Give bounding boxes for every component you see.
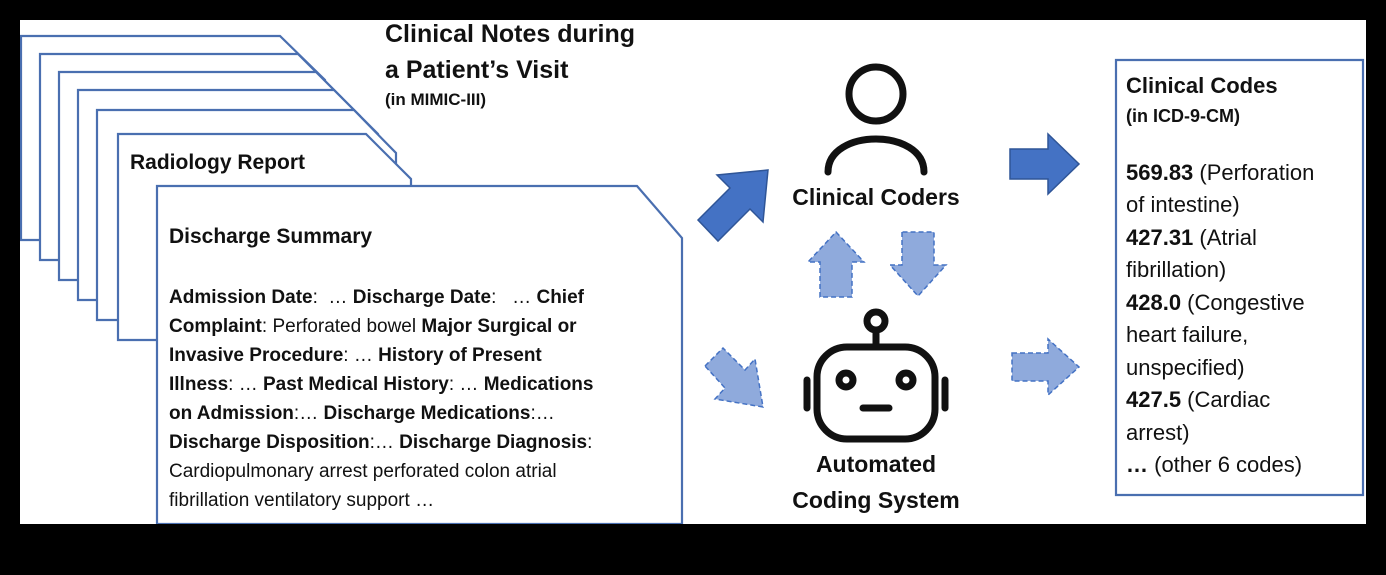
code-line: unspecified) xyxy=(1126,352,1314,385)
codes-panel: Clinical Codes (in ICD-9-CM) 569.83 (Per… xyxy=(1126,70,1314,482)
bold-run: History of Present xyxy=(378,345,542,366)
bold-run: Admission Date xyxy=(169,287,313,308)
bold-run: Past Medical History xyxy=(263,374,449,395)
code-line: of intestine) xyxy=(1126,189,1314,222)
codes-panel-subtitle: (in ICD-9-CM) xyxy=(1126,105,1240,126)
discharge-line: on Admission:… Discharge Medications:… xyxy=(169,399,594,428)
discharge-line: Discharge Disposition:… Discharge Diagno… xyxy=(169,428,594,457)
discharge-summary-title: Discharge Summary xyxy=(169,225,373,248)
code-line: 428.0 (Congestive xyxy=(1126,287,1314,320)
text-run: :… xyxy=(293,403,324,424)
discharge-line: Cardiopulmonary arrest perforated colon … xyxy=(169,457,594,486)
discharge-summary-body: Admission Date: … Discharge Date: … Chie… xyxy=(169,283,594,515)
notes-subtitle: (in MIMIC-III) xyxy=(385,90,487,109)
bold-run: … xyxy=(1126,452,1148,477)
code-line: heart failure, xyxy=(1126,319,1314,352)
bold-run: 428.0 xyxy=(1126,289,1182,315)
diagram-canvas: Clinical Notes during a Patient’s Visit … xyxy=(20,20,1366,524)
code-line: 569.83 (Perforation xyxy=(1126,157,1314,190)
bold-run: Illness xyxy=(169,374,229,395)
discharge-line: Invasive Procedure: … History of Present xyxy=(169,341,594,370)
text-run: :… xyxy=(530,403,555,424)
bold-run: Chief xyxy=(536,287,584,308)
text-run: (Perforation xyxy=(1193,159,1315,185)
text-run: of intestine) xyxy=(1126,192,1240,217)
text-run: Cardiopulmonary arrest perforated colon … xyxy=(169,461,557,482)
text-run: heart failure, xyxy=(1126,322,1249,347)
code-line: … (other 6 codes) xyxy=(1126,449,1314,482)
robot-icon xyxy=(803,308,949,443)
text-run: : … xyxy=(343,345,379,366)
text-run: (Atrial xyxy=(1193,224,1257,250)
codes-panel-title: Clinical Codes xyxy=(1126,73,1278,98)
discharge-line: Complaint: Perforated bowel Major Surgic… xyxy=(169,312,594,341)
radiology-report-title: Radiology Report xyxy=(130,151,306,174)
text-run: fibrillation) xyxy=(1126,257,1227,282)
bold-run: Discharge Disposition xyxy=(169,432,370,453)
arrow-system-to-coders xyxy=(806,230,866,298)
code-line: fibrillation) xyxy=(1126,254,1314,287)
text-run: unspecified) xyxy=(1126,354,1245,380)
automated-system-label-line2: Coding System xyxy=(792,487,960,513)
discharge-line: fibrillation ventilatory support … xyxy=(169,486,594,515)
arrow-coders-to-codes xyxy=(1009,132,1081,196)
arrow-system-to-codes xyxy=(1011,337,1081,397)
text-run: : … xyxy=(312,287,353,308)
diagram-shapes xyxy=(20,34,1365,524)
text-run: arrest) xyxy=(1126,419,1190,445)
text-run: : xyxy=(587,432,593,453)
text-run: : … xyxy=(491,287,537,308)
bold-run: 427.31 xyxy=(1126,224,1194,250)
bold-run: on Admission xyxy=(169,403,294,424)
bold-run: Discharge Diagnosis xyxy=(399,432,588,453)
arrow-coders-to-system xyxy=(888,231,948,298)
arrow-notes-to-coders xyxy=(696,169,769,243)
code-line: arrest) xyxy=(1126,417,1314,450)
bold-run: Discharge Date xyxy=(352,287,492,308)
discharge-line: Illness: … Past Medical History: … Medic… xyxy=(169,370,594,399)
text-run: : … xyxy=(228,374,263,395)
bold-run: Major Surgical or xyxy=(421,316,577,337)
text-run: (Cardiac xyxy=(1181,387,1271,412)
discharge-line: Admission Date: … Discharge Date: … Chie… xyxy=(169,283,594,312)
automated-system-label-line1: Automated xyxy=(815,451,937,477)
discharge-card xyxy=(155,184,684,524)
bold-run: Discharge Medications xyxy=(323,403,531,424)
notes-title-line1: Clinical Notes during xyxy=(385,20,636,48)
text-run: : … xyxy=(448,374,484,395)
text-run: : Perforated bowel xyxy=(261,316,422,337)
bold-run: Invasive Procedure xyxy=(169,345,344,366)
bold-run: Complaint xyxy=(169,316,262,337)
text-run: (other 6 codes) xyxy=(1148,452,1303,477)
bold-run: 427.5 xyxy=(1126,387,1182,412)
bold-run: Medications xyxy=(483,374,594,395)
person-icon xyxy=(824,63,928,176)
text-run: fibrillation ventilatory support … xyxy=(169,490,435,511)
text-run: :… xyxy=(369,432,400,453)
codes-panel-box xyxy=(1114,58,1365,497)
clinical-coders-label: Clinical Coders xyxy=(792,184,960,210)
code-line: 427.5 (Cardiac xyxy=(1126,384,1314,417)
text-run: (Congestive xyxy=(1181,289,1305,315)
arrow-notes-to-system xyxy=(703,346,764,408)
notes-title-line2: a Patient’s Visit xyxy=(385,56,569,84)
bold-run: 569.83 xyxy=(1126,159,1194,185)
code-line: 427.31 (Atrial xyxy=(1126,222,1314,255)
